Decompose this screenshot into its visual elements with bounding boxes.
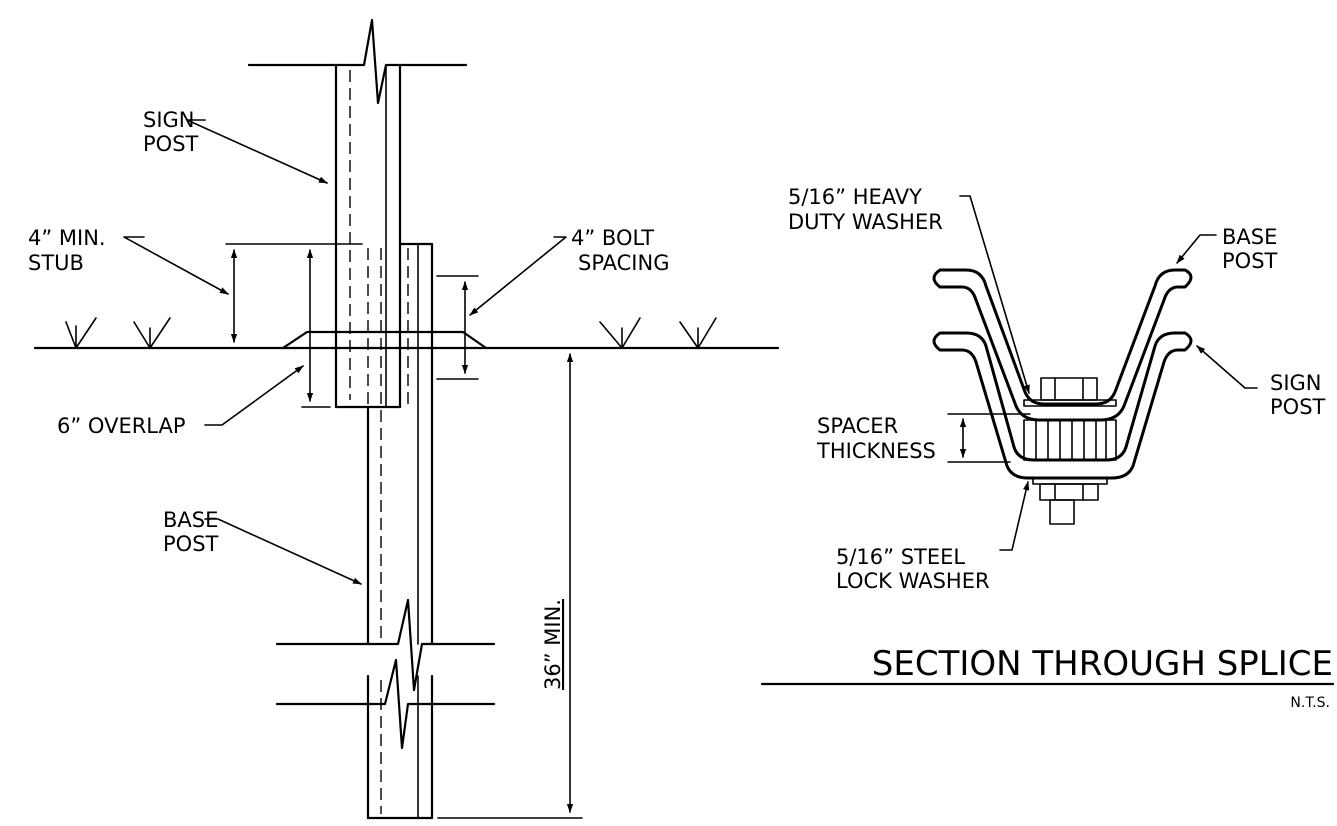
spacer [1023, 419, 1117, 461]
min-stub-dimension [225, 243, 363, 343]
embed-depth-dimension [437, 353, 583, 819]
min-stub-label: 4” MIN.STUB [28, 226, 106, 275]
bolt-nut-assembly [1032, 477, 1108, 525]
overlap-label: 6” OVERLAP [57, 414, 186, 438]
base-post-break-lines [275, 598, 496, 750]
scale-note: N.T.S. [1290, 695, 1330, 711]
bolt-head [1040, 377, 1098, 401]
sign-post [334, 63, 402, 409]
section-base-post-channel [932, 268, 1193, 422]
bolt-spacing-dimension [436, 275, 479, 380]
section-leaders [959, 195, 1258, 551]
section-title: SECTION THROUGH SPLICE [872, 644, 1333, 684]
ground-line [33, 330, 780, 350]
embed-depth-label: 36” MIN. [541, 599, 565, 690]
base-post [366, 242, 434, 820]
elevation-leaders [123, 119, 567, 585]
heavy-duty-washer [1023, 399, 1117, 407]
spacer-thickness-dimension [947, 413, 1031, 463]
sign-post-break-line [247, 18, 468, 105]
grass-tufts [65, 317, 717, 349]
overlap-dimension [301, 249, 331, 408]
